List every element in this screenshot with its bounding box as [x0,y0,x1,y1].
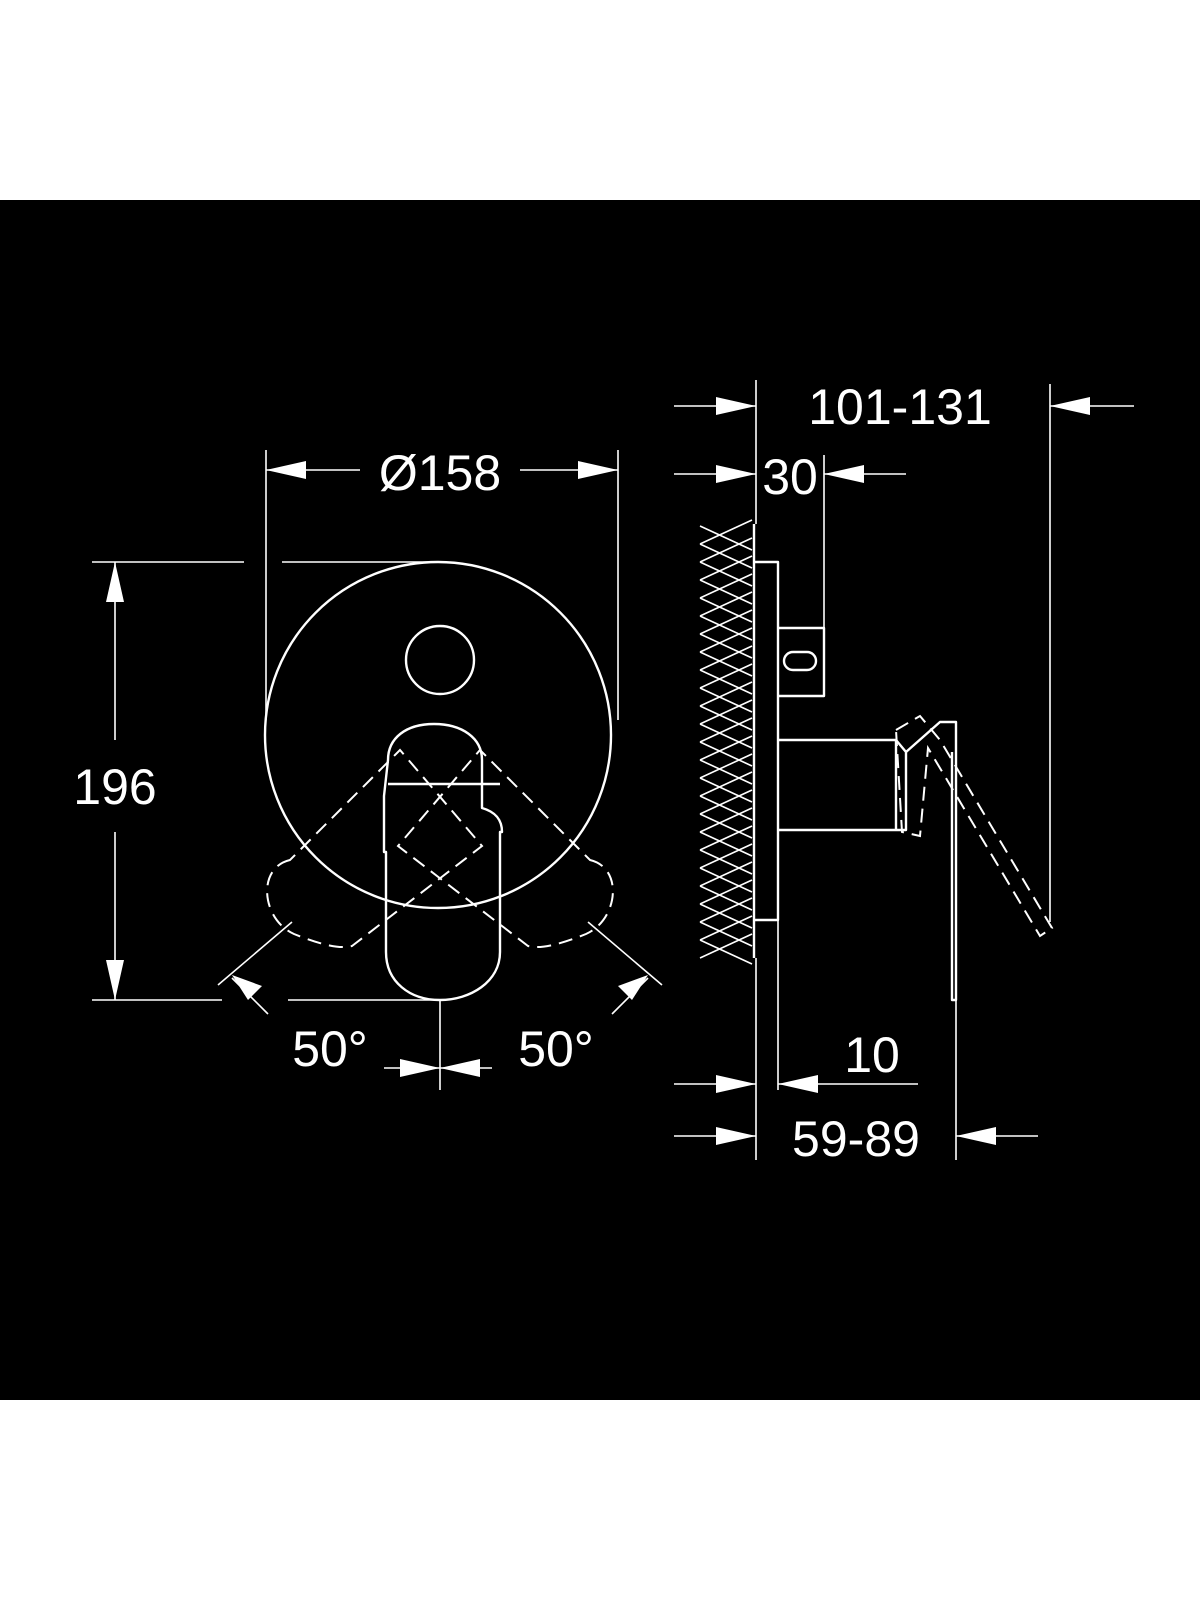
height-label: 196 [73,759,156,815]
projection-label: 59-89 [792,1111,920,1167]
hatch-line [699,723,753,749]
hatch-line [699,663,753,689]
hatch-line [699,735,753,761]
hatch-line [699,813,753,839]
angle-arrow-centre-right [440,1059,480,1077]
hatch-line [699,543,753,569]
angle-right-label: 50° [518,1021,594,1077]
hatch-line [699,573,753,599]
hatch-line [699,651,753,677]
hatch-line [699,615,753,641]
hatch-line [699,705,753,731]
hatch-line [699,591,753,617]
total-arrow-right [1050,397,1090,415]
hatch-line [699,843,753,869]
projection-arrow-right [956,1127,996,1145]
knob-depth-label: 30 [762,449,818,505]
hatch-line [699,867,753,893]
hatch-line [699,789,753,815]
hatch-line [699,825,753,851]
total-arrow-left [716,397,756,415]
total-depth-label: 101-131 [808,379,992,435]
angle-arrow-right [618,975,648,1000]
hatch-line [699,645,753,671]
hatch-line [699,921,753,947]
hatch-line [699,525,753,551]
diameter-label: Ø158 [379,445,501,501]
angle-arrow-left [232,975,262,1000]
hatch-line [699,777,753,803]
angle-arrow-centre-left [400,1059,440,1077]
hatch-line [699,537,753,563]
drawing-panel [0,200,1200,1400]
hatch-line [699,597,753,623]
height-arrow-top [106,562,124,602]
knob-arrow-left [716,465,756,483]
angle-left-label: 50° [292,1021,368,1077]
knob-arrow-right [824,465,864,483]
hatch-line [699,681,753,707]
side-view: 101-131 30 10 59-89 [674,379,1134,1167]
lever-position-left [266,748,484,948]
angle-ext-right [587,921,663,986]
hatch-line [699,879,753,905]
lever-position-right [396,748,614,948]
plate-arrow-right [778,1075,818,1093]
diameter-arrow-right [578,461,618,479]
hatch-line [699,939,753,965]
hatch-line [699,903,753,929]
hatch-line [699,561,753,587]
hatch-line [699,555,753,581]
plate-depth-label: 10 [844,1027,900,1083]
hatch-line [699,519,753,545]
hatch-line [699,753,753,779]
hatch-line [699,897,753,923]
plate-arrow-left [716,1075,756,1093]
lever-blade-side [905,720,958,1002]
lever-body-side [778,738,908,832]
height-arrow-bottom [106,960,124,1000]
diverter-knob [404,624,476,696]
hatch-line [699,627,753,653]
hatch-line [699,885,753,911]
hatch-line [699,915,753,941]
hatch-line [699,687,753,713]
projection-arrow-left [716,1127,756,1145]
hatch-line [699,699,753,725]
hatch-line [699,669,753,695]
hatch-line [699,771,753,797]
hatch-line [699,807,753,833]
hatch-line [699,579,753,605]
diverter-knob-slot [782,650,818,672]
hatch-line [699,795,753,821]
hatch-line [699,861,753,887]
hatch-line [699,741,753,767]
hatch-line [699,849,753,875]
hatch-line [699,933,753,959]
hatch-line [699,831,753,857]
hatch-line [699,609,753,635]
hatch-line [699,759,753,785]
diverter-knob-side [778,626,826,698]
lever-handle-front [382,722,504,1002]
wall-hatching [699,519,753,965]
hatch-line [699,633,753,659]
hatch-line [699,717,753,743]
front-view: Ø158 196 50° 50° [73,445,663,1090]
diameter-arrow-left [266,461,306,479]
angle-ext-left [217,921,293,986]
lever-position-raised [894,714,1054,938]
